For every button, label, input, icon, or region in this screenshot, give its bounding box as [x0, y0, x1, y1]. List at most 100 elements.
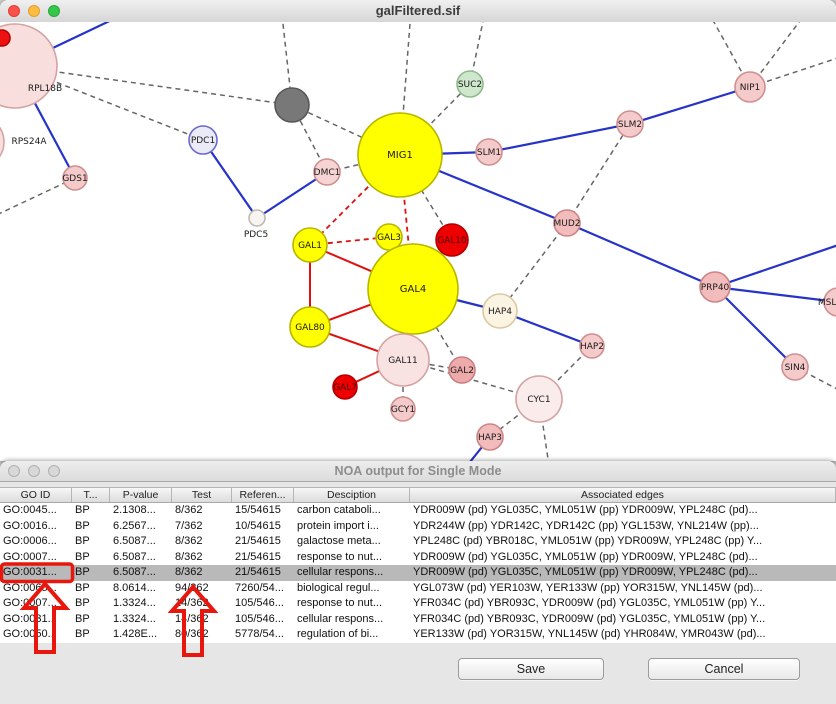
table-cell: GO:0007...: [3, 550, 57, 563]
table-cell: YFR034C (pd) YBR093C, YDR009W (pd) YGL03…: [413, 612, 766, 625]
table-cell: YFR034C (pd) YBR093C, YDR009W (pd) YGL03…: [413, 597, 766, 609]
network-edge[interactable]: [280, 22, 293, 106]
network-edge[interactable]: [14, 65, 293, 106]
node-pdc5[interactable]: [248, 209, 266, 227]
node-sin4[interactable]: [781, 353, 809, 381]
node-nip1[interactable]: [734, 71, 766, 103]
node-hap4[interactable]: [482, 293, 518, 329]
network-edge[interactable]: [14, 65, 204, 141]
close-button[interactable]: [8, 465, 20, 477]
network-edge[interactable]: [749, 22, 818, 88]
node-msl5[interactable]: [823, 287, 836, 317]
network-edge[interactable]: [714, 285, 836, 303]
table-cell: 8/362: [175, 566, 203, 578]
network-titlebar[interactable]: galFiltered.sif: [0, 0, 836, 23]
minimize-button[interactable]: [28, 5, 40, 17]
noa-titlebar[interactable]: NOA output for Single Mode: [0, 461, 836, 482]
node-mig1[interactable]: [357, 112, 443, 198]
network-window-title: galFiltered.sif: [375, 3, 461, 18]
column-header[interactable]: Referen...: [232, 488, 294, 502]
window-controls: [8, 0, 60, 22]
table-cell: GO:0007...: [3, 597, 57, 609]
close-button[interactable]: [8, 5, 20, 17]
table-cell: BP: [75, 566, 90, 578]
network-edge[interactable]: [256, 171, 328, 219]
node-slm2[interactable]: [616, 110, 644, 138]
table-cell: YER133W (pd) YOR315W, YNL145W (pd) YHR08…: [413, 628, 766, 640]
network-edge[interactable]: [566, 221, 716, 289]
node-rps24a[interactable]: [0, 116, 5, 168]
node-gal4[interactable]: [367, 243, 459, 335]
column-header[interactable]: Desciption: [294, 488, 410, 502]
table-cell: YPL248C (pd) YBR018C, YML051W (pp) YDR00…: [413, 535, 763, 547]
node-dmc1[interactable]: [313, 158, 341, 186]
node-suc2[interactable]: [456, 70, 484, 98]
minimize-button[interactable]: [28, 465, 40, 477]
network-edge[interactable]: [0, 177, 76, 218]
node-gal80[interactable]: [289, 306, 331, 348]
table-cell: cellular respons...: [297, 566, 384, 578]
node-label: GAL3: [377, 233, 401, 243]
column-header[interactable]: T...: [72, 488, 110, 502]
node-prp40[interactable]: [699, 271, 731, 303]
node-slm1[interactable]: [475, 138, 503, 166]
node-gal7[interactable]: [332, 374, 358, 400]
node-gal10[interactable]: [435, 223, 469, 257]
table-cell: 8/362: [175, 504, 203, 516]
table-cell: biological regul...: [297, 581, 380, 594]
network-edge[interactable]: [714, 286, 796, 368]
node-gal11[interactable]: [376, 333, 430, 387]
node-rpl18b[interactable]: [0, 23, 58, 109]
node-redtl[interactable]: [0, 29, 11, 47]
column-header[interactable]: Test: [172, 488, 232, 502]
node-label: PRP40: [701, 283, 730, 293]
node-hap3[interactable]: [476, 423, 504, 451]
table-cell: 21/54615: [235, 550, 281, 563]
node-gal1[interactable]: [292, 227, 328, 263]
zoom-button[interactable]: [48, 465, 60, 477]
node-hap2[interactable]: [579, 333, 605, 359]
node-cyc1[interactable]: [515, 375, 563, 423]
network-edge[interactable]: [399, 83, 471, 156]
network-edge[interactable]: [629, 85, 751, 126]
network-edge[interactable]: [412, 288, 463, 371]
node-mud2[interactable]: [553, 209, 581, 237]
table-cell: 1.3324...: [113, 597, 156, 609]
zoom-button[interactable]: [48, 5, 60, 17]
table-cell: 6.2567...: [113, 519, 156, 532]
network-edge[interactable]: [749, 50, 836, 88]
network-edge[interactable]: [566, 123, 631, 224]
node-gray[interactable]: [274, 87, 310, 123]
column-header[interactable]: GO ID: [0, 488, 72, 502]
node-label: CYC1: [527, 395, 550, 405]
network-edge[interactable]: [499, 222, 568, 312]
cancel-button[interactable]: Cancel: [648, 658, 800, 680]
node-pdc1[interactable]: [188, 125, 218, 155]
table-cell: 5778/54...: [235, 628, 284, 640]
node-gcy1[interactable]: [390, 396, 416, 422]
network-edge[interactable]: [488, 122, 631, 154]
save-button[interactable]: Save: [458, 658, 604, 680]
node-gds1[interactable]: [62, 165, 88, 191]
table-cell: 1.3324...: [113, 612, 156, 625]
network-edge[interactable]: [714, 237, 836, 289]
table-cell: response to nut...: [297, 597, 382, 609]
table-cell: galactose meta...: [297, 535, 381, 547]
column-header[interactable]: P-value: [110, 488, 172, 502]
network-edge[interactable]: [202, 139, 258, 219]
network-graph: RPL18BRPS24AGDS1PDC1DMC1MIG1SUC2SLM1SLM2…: [0, 22, 836, 461]
column-header[interactable]: Associated edges: [410, 488, 836, 502]
node-gal2[interactable]: [448, 356, 476, 384]
